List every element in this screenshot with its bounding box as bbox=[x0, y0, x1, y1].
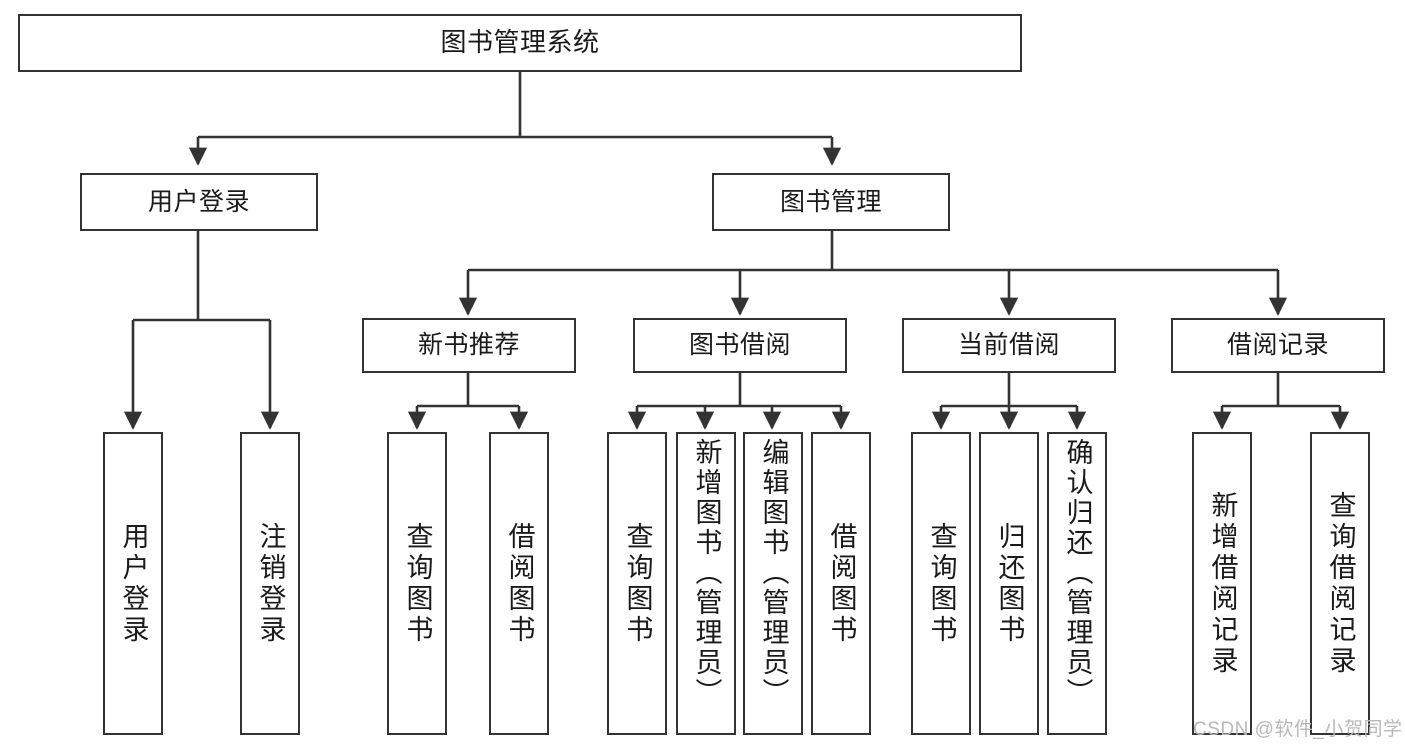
node-user-login[interactable]: 用户登录 bbox=[80, 173, 318, 231]
leaf-borrow-borrow-book[interactable]: 借阅图书 bbox=[811, 432, 871, 735]
leaf-current-confirm-return-admin[interactable]: 确认归还（管理员） bbox=[1047, 432, 1107, 735]
node-label: 新书推荐 bbox=[417, 331, 520, 360]
node-book-management[interactable]: 图书管理 bbox=[712, 173, 950, 231]
node-label: 当前借阅 bbox=[957, 331, 1060, 360]
node-borrow-record[interactable]: 借阅记录 bbox=[1171, 318, 1385, 373]
leaf-current-return-book[interactable]: 归还图书 bbox=[979, 432, 1039, 735]
node-label: 新增图书（管理员） bbox=[691, 438, 722, 708]
node-label: 借阅图书 bbox=[826, 521, 857, 646]
node-label: 确认归还（管理员） bbox=[1062, 438, 1093, 708]
node-label: 借阅图书 bbox=[504, 521, 535, 646]
node-new-book-recommend[interactable]: 新书推荐 bbox=[362, 318, 576, 373]
node-label: 查询图书 bbox=[926, 521, 957, 646]
node-root-system[interactable]: 图书管理系统 bbox=[18, 14, 1022, 72]
leaf-recommend-query-book[interactable]: 查询图书 bbox=[387, 432, 447, 735]
leaf-recommend-borrow-book[interactable]: 借阅图书 bbox=[489, 432, 549, 735]
node-label: 用户登录 bbox=[147, 187, 250, 216]
node-label: 查询借阅记录 bbox=[1325, 490, 1356, 677]
node-label: 图书管理系统 bbox=[440, 27, 600, 58]
node-label: 归还图书 bbox=[994, 521, 1025, 646]
node-label: 注销登录 bbox=[255, 521, 286, 646]
leaf-borrow-edit-book-admin[interactable]: 编辑图书（管理员） bbox=[743, 432, 803, 735]
leaf-record-query-record[interactable]: 查询借阅记录 bbox=[1310, 432, 1370, 735]
node-label: 图书借阅 bbox=[688, 331, 791, 360]
node-label: 新增借阅记录 bbox=[1207, 490, 1238, 677]
leaf-user-login-signin[interactable]: 用户登录 bbox=[103, 432, 163, 735]
leaf-user-login-signout[interactable]: 注销登录 bbox=[240, 432, 300, 735]
node-current-borrow[interactable]: 当前借阅 bbox=[902, 318, 1116, 373]
leaf-borrow-query-book[interactable]: 查询图书 bbox=[607, 432, 667, 735]
leaf-record-add-record[interactable]: 新增借阅记录 bbox=[1192, 432, 1252, 735]
node-label: 查询图书 bbox=[402, 521, 433, 646]
node-label: 查询图书 bbox=[622, 521, 653, 646]
node-label: 图书管理 bbox=[779, 187, 882, 216]
node-label: 借阅记录 bbox=[1226, 331, 1329, 360]
node-book-borrow[interactable]: 图书借阅 bbox=[633, 318, 847, 373]
watermark-text: CSDN @软件_小贺同学 bbox=[1193, 719, 1403, 740]
leaf-current-query-book[interactable]: 查询图书 bbox=[911, 432, 971, 735]
leaf-borrow-add-book-admin[interactable]: 新增图书（管理员） bbox=[676, 432, 736, 735]
node-label: 编辑图书（管理员） bbox=[758, 438, 789, 708]
node-label: 用户登录 bbox=[118, 521, 149, 646]
